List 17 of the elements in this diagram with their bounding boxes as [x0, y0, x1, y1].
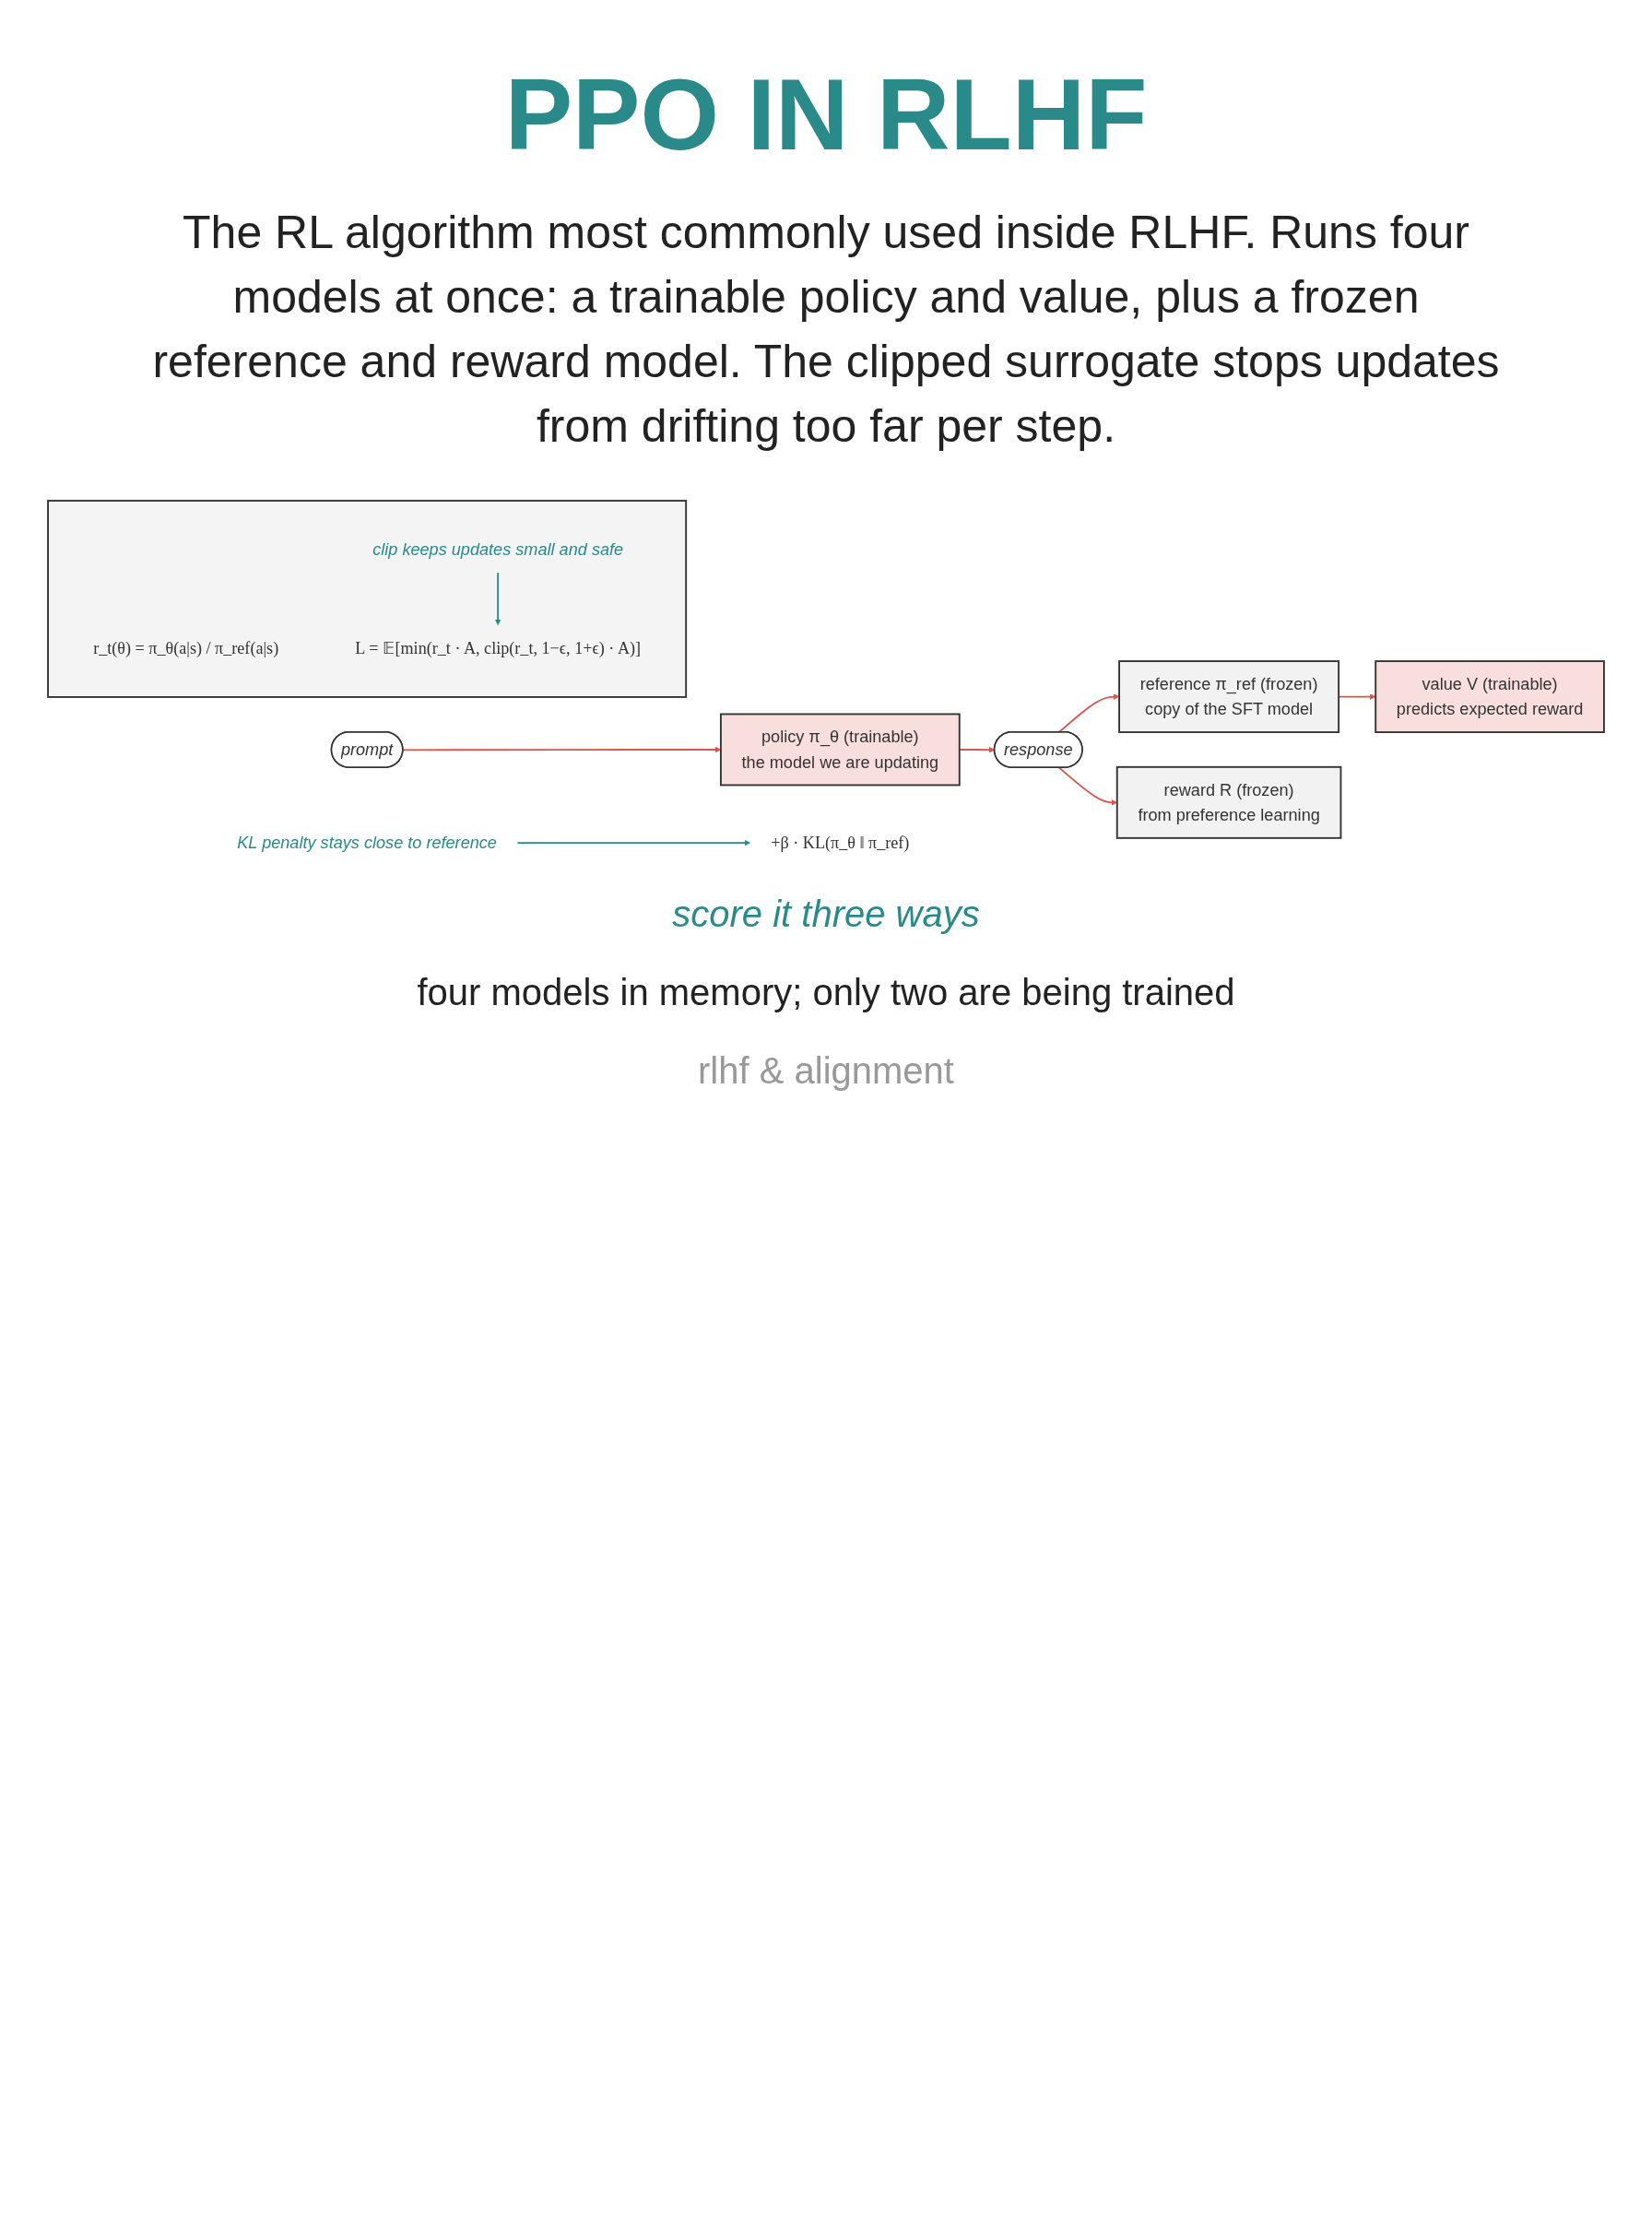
note-text: four models in memory; only two are being trained	[417, 972, 1235, 1014]
cluster	[47, 500, 688, 698]
node-text: +β · KL(π_θ ‖ π_ref)	[771, 834, 910, 852]
node-box: value V (trainable) predicts expected reward	[1375, 660, 1605, 734]
note-text: score it three ways	[672, 893, 980, 936]
node-text: KL penalty stays close to reference	[237, 833, 497, 852]
arrow	[516, 839, 750, 846]
arrow	[494, 572, 502, 626]
node-box: reference π_ref (frozen) copy of the SFT model	[1118, 660, 1340, 734]
node-box: reward R (frozen) from preference learning	[1115, 765, 1342, 839]
title: PPO IN RLHF	[504, 56, 1148, 172]
node-box: policy π_θ (trainable) the model we are updating	[719, 713, 961, 787]
subtitle-paragraph: The RL algorithm most commonly used inside RLHF. Runs four models at once: a trainable policy and value, plus a frozen reference and reward model. The clipped surrogate stops updates from drifting too far per step.	[151, 206, 1501, 454]
note-text: rlhf & alignment	[698, 1050, 954, 1093]
node-text: L = 𝔼[min(r_t · A, clip(r_t, 1−ϵ, 1+ϵ) · A)]	[355, 638, 642, 657]
node-text: clip keeps updates small and safe	[372, 539, 624, 560]
node-text: r_t(θ) = π_θ(a|s) / π_ref(a|s)	[93, 638, 279, 657]
